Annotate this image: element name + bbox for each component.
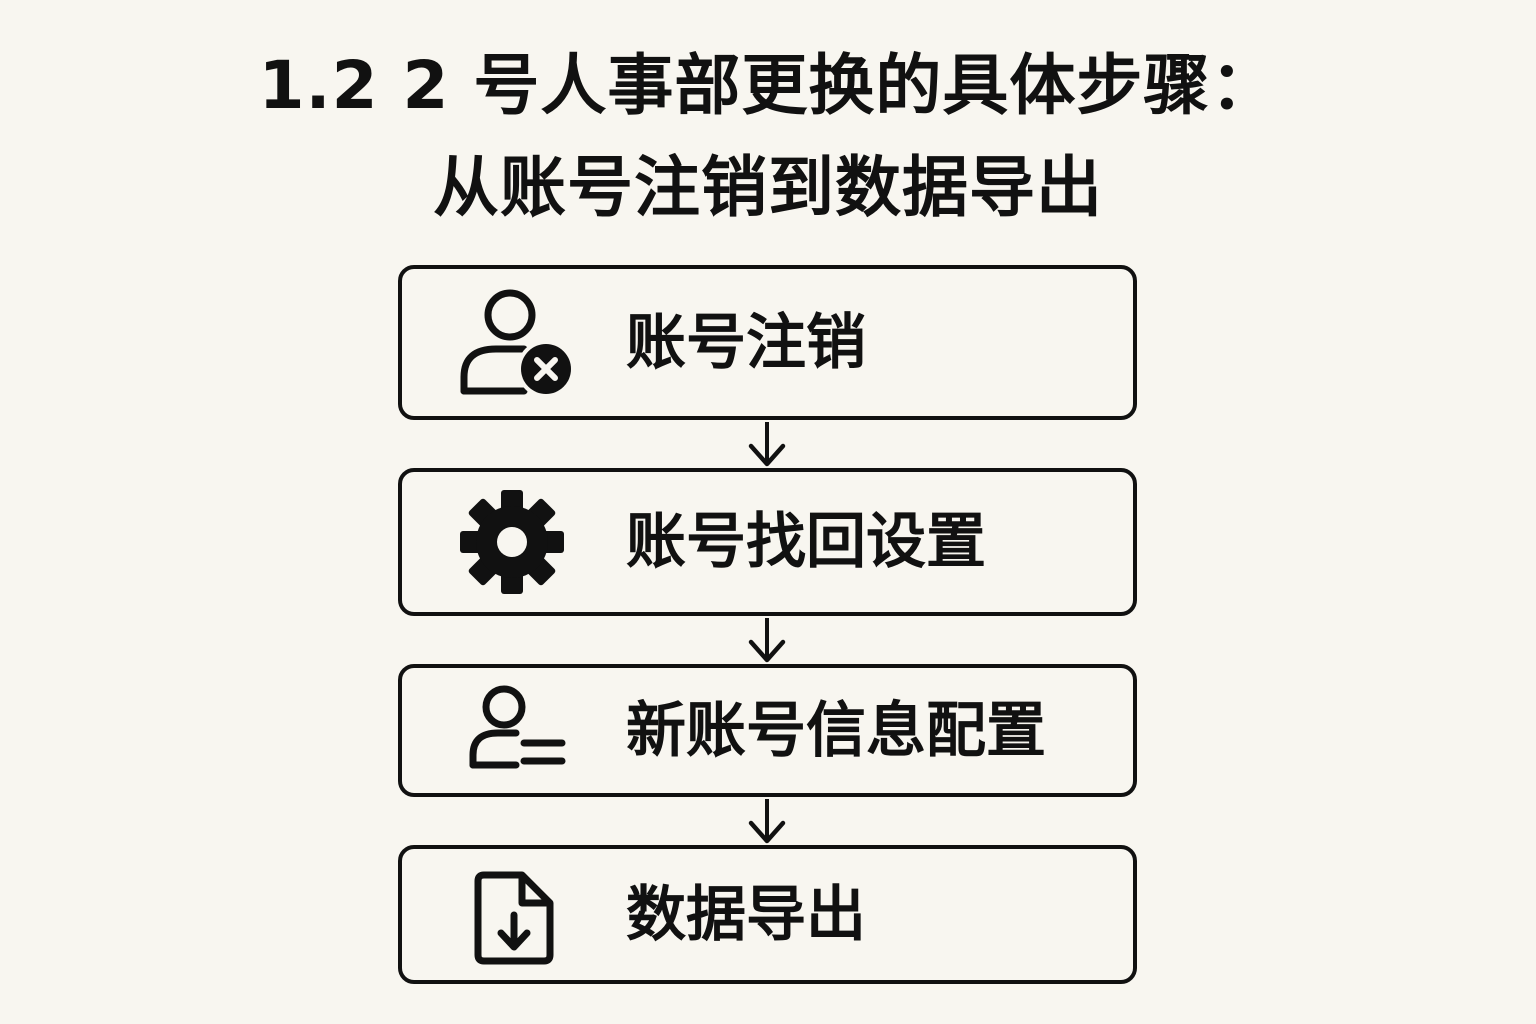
file-download-icon bbox=[458, 857, 574, 973]
title-line-1: 1.2 2 号人事部更换的具体步骤： bbox=[258, 47, 1278, 124]
step-label-new-account-configuration: 新账号信息配置 bbox=[626, 695, 1046, 766]
step-account-deactivation: 账号注销 bbox=[398, 265, 1137, 420]
step-new-account-configuration: 新账号信息配置 bbox=[398, 664, 1137, 797]
title-line-2: 从账号注销到数据导出 bbox=[433, 149, 1103, 226]
step-label-data-export: 数据导出 bbox=[626, 879, 866, 950]
arrow-down-icon bbox=[745, 420, 789, 468]
arrow-down-icon bbox=[745, 797, 789, 845]
step-label-account-deactivation: 账号注销 bbox=[626, 307, 866, 378]
step-account-recovery-settings: 账号找回设置 bbox=[398, 468, 1137, 616]
gear-icon bbox=[458, 484, 574, 600]
user-list-icon bbox=[458, 673, 574, 789]
user-remove-icon bbox=[458, 285, 574, 401]
arrow-down-icon bbox=[745, 616, 789, 664]
step-data-export: 数据导出 bbox=[398, 845, 1137, 984]
step-label-account-recovery-settings: 账号找回设置 bbox=[626, 507, 986, 577]
